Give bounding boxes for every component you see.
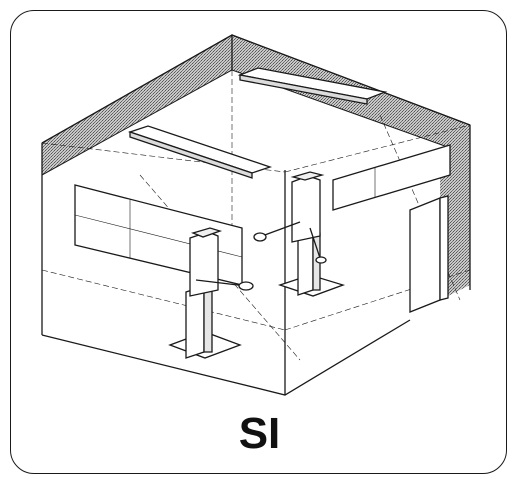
room-outline [41,34,471,396]
ceiling-light-left [127,125,273,179]
right-window [332,144,451,211]
rounded-frame [10,10,507,474]
lift-column-left [168,227,254,359]
door-frame [409,195,449,313]
caption-label: SI [238,409,281,458]
lift-column-right [253,171,346,297]
ceiling-light-right [237,67,388,105]
